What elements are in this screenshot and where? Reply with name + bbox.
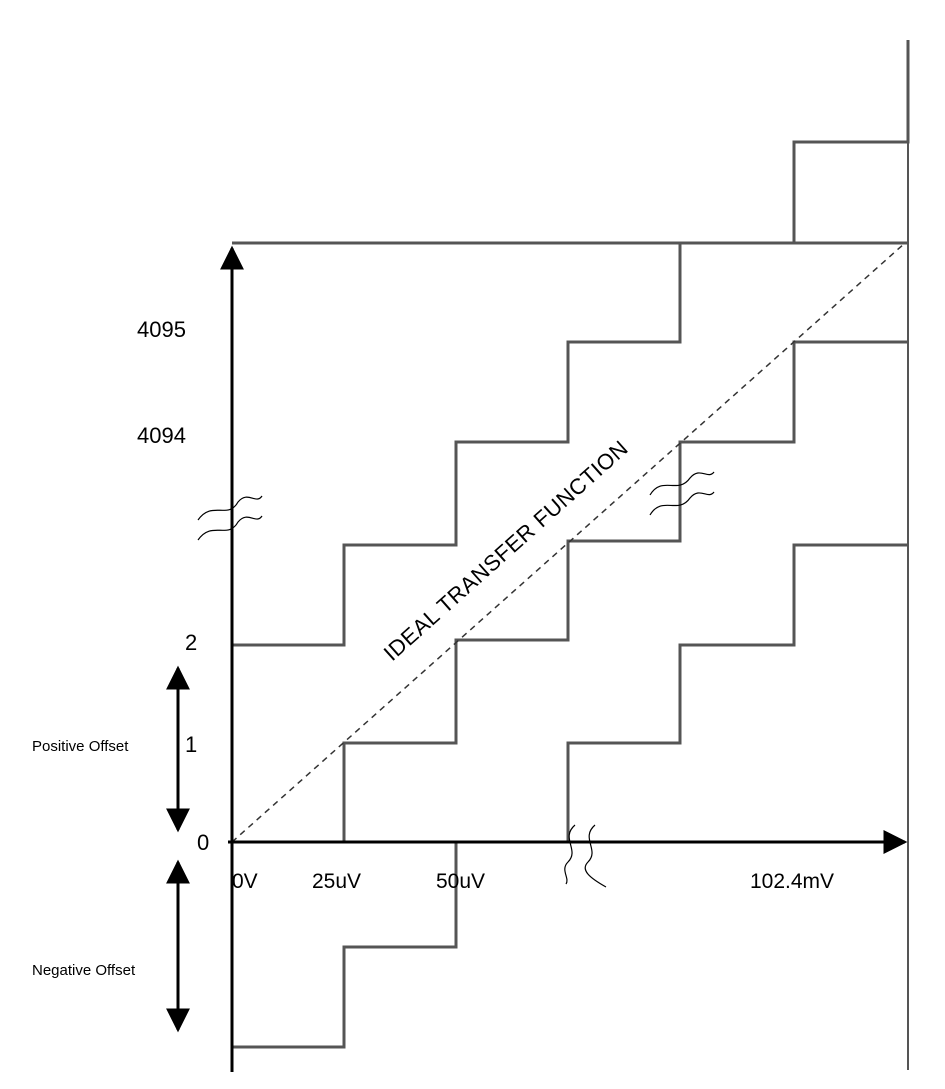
x-label-102-4mv: 102.4mV bbox=[750, 870, 834, 893]
ideal-dashed-line bbox=[231, 242, 906, 843]
y-label-4095: 4095 bbox=[137, 317, 186, 342]
staircase-negative-offset bbox=[232, 543, 908, 1049]
break-symbol-x-axis bbox=[564, 824, 607, 888]
break-symbol-y-axis bbox=[197, 495, 263, 541]
y-label-4094: 4094 bbox=[137, 423, 186, 448]
x-label-50uv: 50uV bbox=[436, 870, 485, 893]
staircase-ideal bbox=[232, 340, 908, 844]
y-label-2: 2 bbox=[185, 630, 197, 655]
y-label-0: 0 bbox=[197, 830, 209, 855]
break-symbol-middle bbox=[649, 471, 715, 516]
y-label-1: 1 bbox=[185, 732, 197, 757]
x-label-0v: 0V bbox=[232, 870, 258, 893]
ideal-transfer-function-label: IDEAL TRANSFER FUNCTION bbox=[379, 435, 633, 665]
positive-offset-label: Positive Offset bbox=[32, 738, 129, 755]
negative-offset-label: Negative Offset bbox=[32, 962, 136, 979]
staircase-positive-offset bbox=[232, 40, 910, 647]
x-label-25uv: 25uV bbox=[312, 870, 361, 893]
